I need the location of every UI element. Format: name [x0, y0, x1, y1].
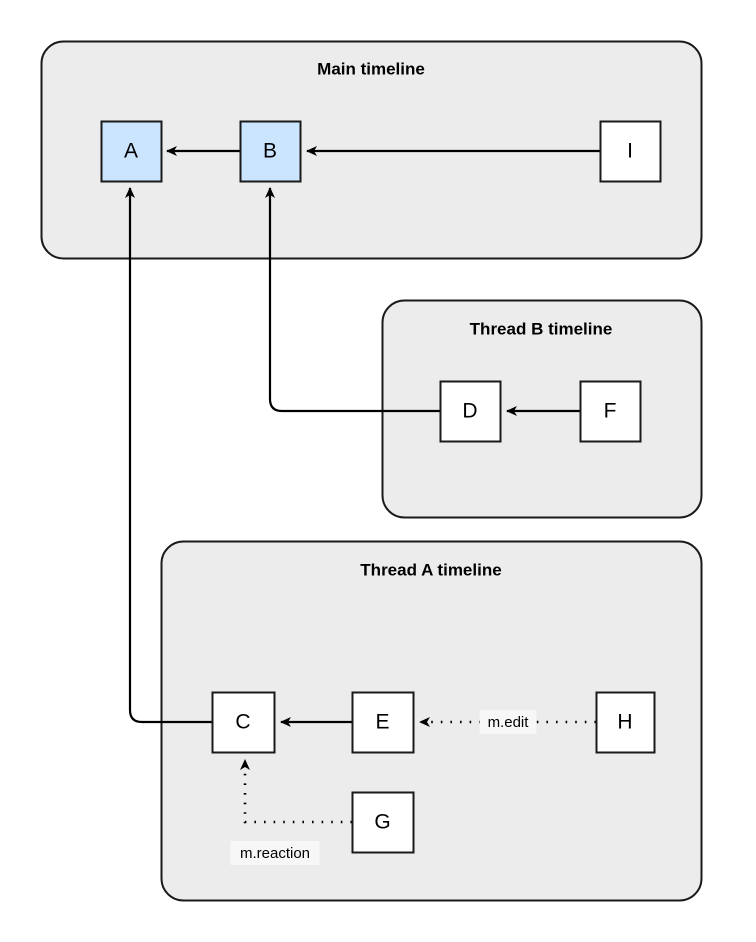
edge-g-to-c-label: m.reaction	[230, 841, 320, 865]
edge-h-to-e-label-bg	[479, 710, 537, 734]
node-d-label: D	[462, 400, 477, 423]
node-b-label: B	[263, 140, 277, 163]
node-e[interactable]: E	[351, 691, 415, 754]
main-timeline-container-title: Main timeline	[317, 59, 425, 78]
node-i-box[interactable]	[599, 120, 662, 183]
nodes-layer: A B I D F C E G H	[100, 120, 662, 854]
thread-b-timeline-container: Thread B timeline	[381, 299, 703, 519]
edge-g-to-c-label-text: m.reaction	[240, 845, 310, 862]
edge-c-to-a	[125, 187, 212, 724]
node-e-label: E	[375, 711, 389, 734]
thread-a-timeline-container-title: Thread A timeline	[360, 560, 501, 579]
node-g-box[interactable]	[351, 791, 415, 854]
node-h-label: H	[617, 711, 632, 734]
node-a[interactable]: A	[100, 120, 163, 183]
node-h[interactable]: H	[595, 691, 656, 754]
node-i[interactable]: I	[599, 120, 662, 183]
edge-h-to-e-label: m.edit	[479, 710, 537, 734]
node-i-label: I	[627, 140, 633, 163]
node-b-box[interactable]	[239, 120, 302, 183]
edge-h-to-e-label-text: m.edit	[488, 714, 530, 731]
node-b[interactable]: B	[239, 120, 302, 183]
node-h-box[interactable]	[595, 691, 656, 754]
node-a-label: A	[124, 140, 138, 163]
thread-b-timeline-container-title: Thread B timeline	[470, 319, 613, 338]
node-f-label: F	[604, 400, 617, 423]
node-c[interactable]: C	[211, 691, 276, 754]
node-g-label: G	[374, 811, 390, 834]
node-f-box[interactable]	[579, 380, 642, 443]
node-d-box[interactable]	[439, 380, 502, 443]
node-a-box[interactable]	[100, 120, 163, 183]
node-g[interactable]: G	[351, 791, 415, 854]
edge-d-to-b	[265, 187, 440, 413]
node-e-box[interactable]	[351, 691, 415, 754]
edge-g-to-c-label-bg	[230, 841, 320, 865]
node-c-box[interactable]	[211, 691, 276, 754]
node-c-label: C	[235, 711, 250, 734]
edge-labels-layer: m.edit m.reaction	[230, 710, 537, 865]
node-f[interactable]: F	[579, 380, 642, 443]
thread-b-timeline-container-box	[381, 299, 703, 519]
edge-g-to-c	[240, 759, 352, 824]
node-d[interactable]: D	[439, 380, 502, 443]
